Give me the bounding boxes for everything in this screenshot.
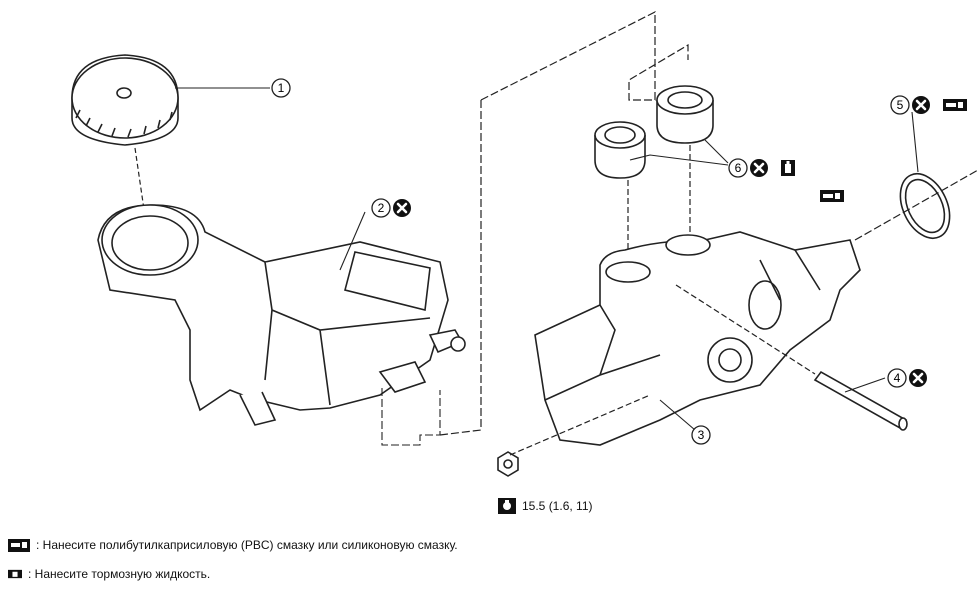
master-cylinder-body (534, 231, 861, 446)
callout-2: 2 (371, 197, 413, 219)
callout-5: 5 (890, 94, 967, 116)
mounting-nut (497, 451, 519, 477)
brake-fluid-icon (8, 569, 22, 579)
legend-grease: : Нанесите полибутилкаприсиловую (PBC) с… (8, 538, 458, 552)
svg-text:3: 3 (698, 428, 705, 442)
legend-brake-fluid-text: : Нанесите тормозную жидкость. (28, 567, 211, 581)
torque-value: 15.5 (1.6, 11) (522, 499, 593, 513)
reservoir-tank (97, 204, 466, 426)
torque-wrench-icon (498, 498, 516, 514)
grease-icon (8, 538, 30, 552)
callout-1: 1 (271, 78, 291, 98)
grommets (594, 85, 714, 179)
svg-text:6: 6 (735, 161, 742, 175)
callout-3: 3 (691, 425, 711, 445)
o-ring (899, 173, 951, 239)
pin (813, 370, 908, 431)
svg-text:2: 2 (378, 201, 385, 215)
callout-4: 4 (887, 367, 929, 389)
legend-brake-fluid: : Нанесите тормозную жидкость. (8, 566, 210, 582)
reservoir-cap (71, 54, 179, 146)
grease-mark-body (820, 190, 844, 202)
svg-text:1: 1 (278, 81, 285, 95)
callout-6: 6 (728, 157, 795, 179)
legend-grease-text: : Нанесите полибутилкаприсиловую (PBC) с… (36, 538, 458, 552)
svg-text:5: 5 (897, 98, 904, 112)
svg-text:4: 4 (894, 371, 901, 385)
torque-spec: 15.5 (1.6, 11) (498, 498, 593, 514)
